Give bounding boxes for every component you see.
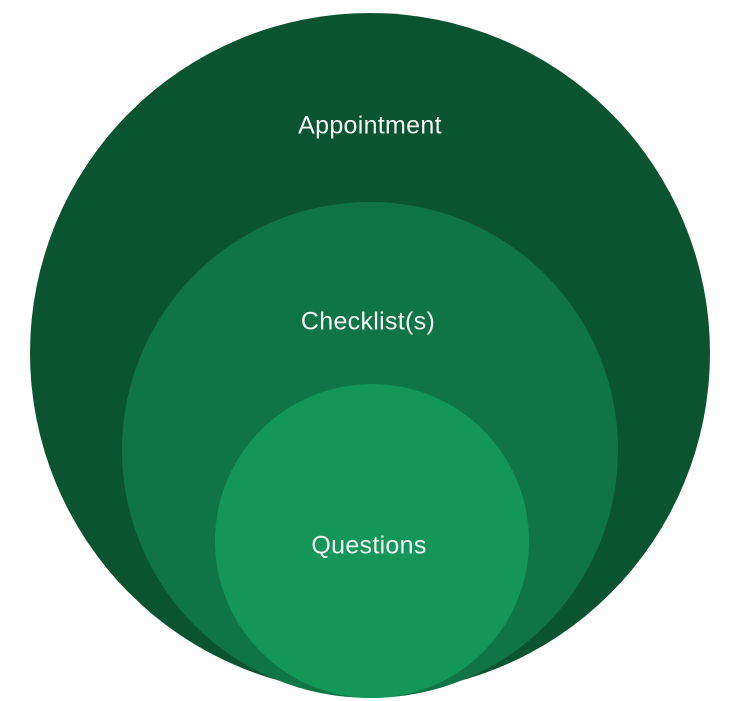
label-questions: Questions — [311, 531, 427, 560]
label-checklists: Checklist(s) — [300, 307, 436, 336]
circle-questions — [215, 384, 529, 698]
label-appointment: Appointment — [298, 111, 442, 140]
